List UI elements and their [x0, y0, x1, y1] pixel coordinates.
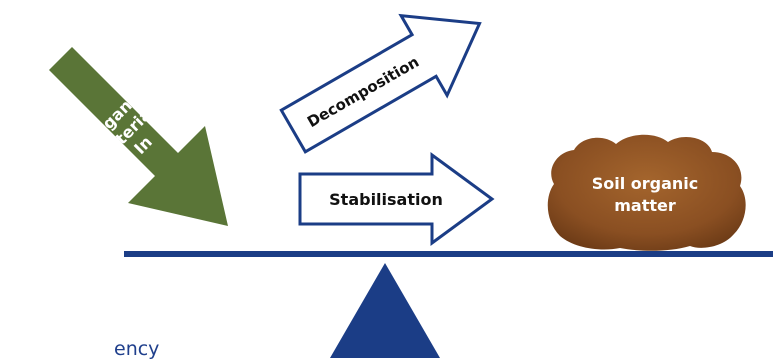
decomposition-arrow-group: Decomposition — [279, 13, 482, 154]
soil-organic-matter-blob — [547, 134, 746, 251]
balance-beam — [124, 251, 773, 257]
organic-materials-in-arrow — [18, 47, 228, 226]
decomposition-arrow — [279, 13, 482, 154]
cut-off-text: ency — [114, 338, 160, 360]
stabilisation-arrow — [298, 152, 495, 246]
soil-label-line-1: Soil organic — [592, 174, 699, 193]
stabilisation-label: Stabilisation — [329, 190, 443, 209]
fulcrum-triangle — [330, 263, 440, 358]
soil-label-line-2: matter — [614, 196, 676, 215]
